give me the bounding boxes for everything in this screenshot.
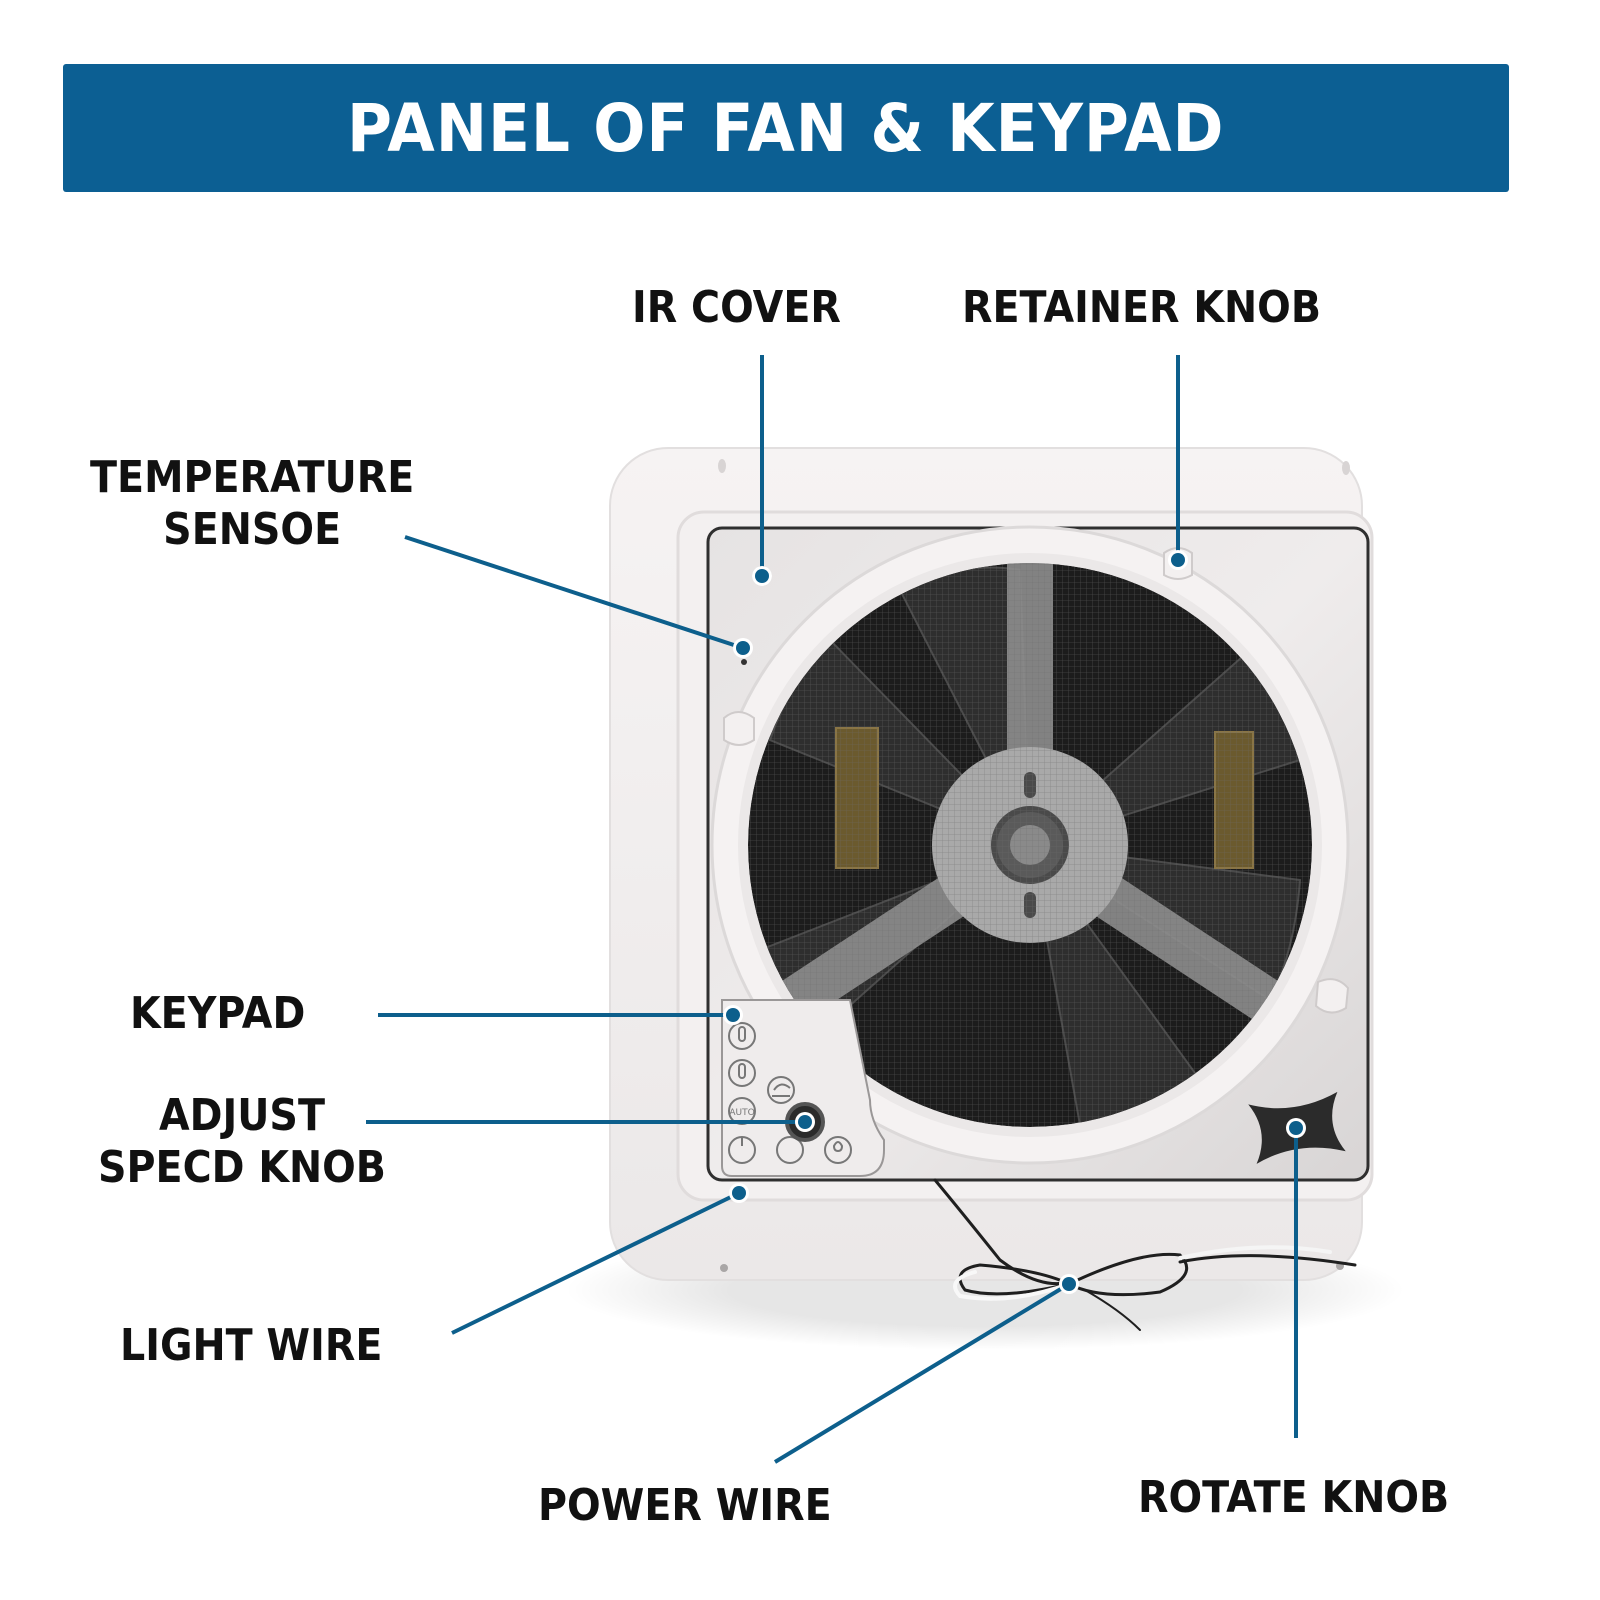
temperature-sensor xyxy=(741,659,747,665)
rain-sensor-icon[interactable] xyxy=(824,1136,852,1164)
ring-clip-right xyxy=(1314,978,1350,1014)
keypad-label-line: KEYPAD xyxy=(130,988,306,1039)
ir-cover-label: IR COVER xyxy=(632,282,841,334)
callout-leaders xyxy=(366,355,1306,1464)
temperature-sensor-callout-dot xyxy=(736,641,750,655)
light-wire-leader-line xyxy=(451,1191,740,1335)
power-icon[interactable] xyxy=(728,1136,756,1164)
thermometer-high-icon[interactable] xyxy=(728,1022,756,1050)
light-wire-label: LIGHT WIRE xyxy=(120,1320,382,1372)
auto-label: AUTO xyxy=(729,1108,754,1118)
retainer-knob-callout-dot xyxy=(1171,553,1185,567)
ir-cover-callout-dot xyxy=(755,569,769,583)
rotate-knob-label-line: ROTATE KNOB xyxy=(1138,1472,1450,1523)
light-wire-callout-dot xyxy=(732,1186,746,1200)
rotate-knob-label: ROTATE KNOB xyxy=(1138,1472,1449,1524)
temperature-sensor-label-line: SENSOE xyxy=(163,504,342,555)
page-title: PANEL OF FAN & KEYPAD xyxy=(347,89,1225,167)
retainer-knob-label-line: RETAINER KNOB xyxy=(962,282,1322,333)
power-wire-label: POWER WIRE xyxy=(538,1480,832,1532)
lid-open-icon[interactable] xyxy=(767,1076,795,1104)
keypad-callout-dot xyxy=(726,1008,740,1022)
power-wire-label-line: POWER WIRE xyxy=(538,1480,832,1531)
temperature-sensor-leader-line xyxy=(404,535,744,650)
fan-speed-icon[interactable] xyxy=(776,1136,804,1164)
temperature-sensor-label-line: TEMPERATURE xyxy=(90,452,415,503)
retainer-knob-label: RETAINER KNOB xyxy=(962,282,1321,334)
keypad-label: KEYPAD xyxy=(130,988,305,1040)
rotate-knob-callout-dot xyxy=(1289,1121,1303,1135)
ir-cover-label-line: IR COVER xyxy=(632,282,841,333)
power-wire-callout-dot xyxy=(1062,1277,1076,1291)
title-banner: PANEL OF FAN & KEYPAD xyxy=(63,64,1509,192)
ring-clip-left xyxy=(723,711,755,746)
power-wire-leader-line xyxy=(773,1282,1071,1464)
adjust-speed-knob-label-line: ADJUST xyxy=(159,1090,325,1141)
adjust-speed-knob-callout-dot xyxy=(798,1115,812,1129)
thermometer-low-icon[interactable] xyxy=(728,1059,756,1087)
adjust-speed-knob-label-line: SPECD KNOB xyxy=(98,1142,386,1193)
light-wire-label-line: LIGHT WIRE xyxy=(120,1320,383,1371)
